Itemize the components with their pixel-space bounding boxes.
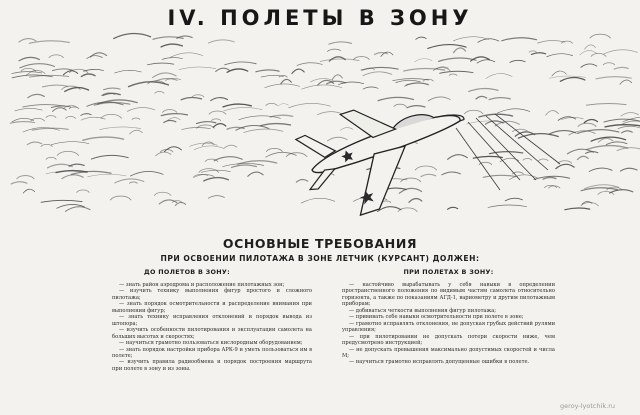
list-item: — научиться грамотно пользоваться кислор… (119, 340, 303, 347)
list-item: — не допускать превышения максимально до… (342, 346, 555, 359)
watermark: geroy-lyotchik.ru (560, 402, 616, 410)
before-flights-heading: ДО ПОЛЕТОВ В ЗОНУ: (144, 268, 230, 276)
list-item: — изучить правила радиообмена и порядок … (112, 359, 312, 372)
cloud-strokes (9, 32, 640, 213)
aircraft-in-clouds-illustration (9, 32, 640, 217)
star-marking-icon (359, 190, 374, 205)
list-item: — научиться грамотно исправлять допущенн… (349, 359, 530, 366)
before-flights-column: ДО ПОЛЕТОВ В ЗОНУ: — знать район аэродро… (112, 268, 312, 372)
during-flights-heading: ПРИ ПОЛЕТАХ В ЗОНУ: (403, 268, 494, 276)
list-item: — грамотно исправлять отклонения, не доп… (342, 320, 555, 334)
aircraft-icon (294, 109, 465, 217)
list-item: — прививать себе навыки осмотрительности… (349, 314, 524, 321)
requirements-title: ОСНОВНЫЕ ТРЕБОВАНИЯ (222, 236, 418, 251)
chapter-title: IV. ПОЛЕТЫ В ЗОНУ (167, 6, 473, 30)
list-item: — изучить технику выполнения фигур прост… (112, 288, 312, 301)
list-item: — настойчиво вырабатывать у себя навыки … (342, 282, 555, 308)
list-item: — знать порядок осмотрительности и распр… (112, 301, 312, 314)
list-item: — добиваться четкости выполнения фигур п… (349, 307, 497, 314)
list-item: — знать район аэродрома и расположение п… (119, 282, 285, 288)
list-item: — знать порядок настройки прибора АРК-9 … (112, 346, 312, 359)
during-flights-column: ПРИ ПОЛЕТАХ В ЗОНУ: — настойчиво вырабат… (342, 268, 555, 366)
list-item: — знать технику исправления отклонений и… (112, 314, 312, 327)
requirements-subtitle: ПРИ ОСВОЕНИИ ПИЛОТАЖА В ЗОНЕ ЛЕТЧИК (КУР… (160, 254, 480, 263)
star-marking-icon (341, 150, 353, 163)
list-item: — при пилотировании не допускать потери … (342, 333, 555, 347)
list-item: — изучить особенности пилотирования и эк… (112, 327, 312, 340)
